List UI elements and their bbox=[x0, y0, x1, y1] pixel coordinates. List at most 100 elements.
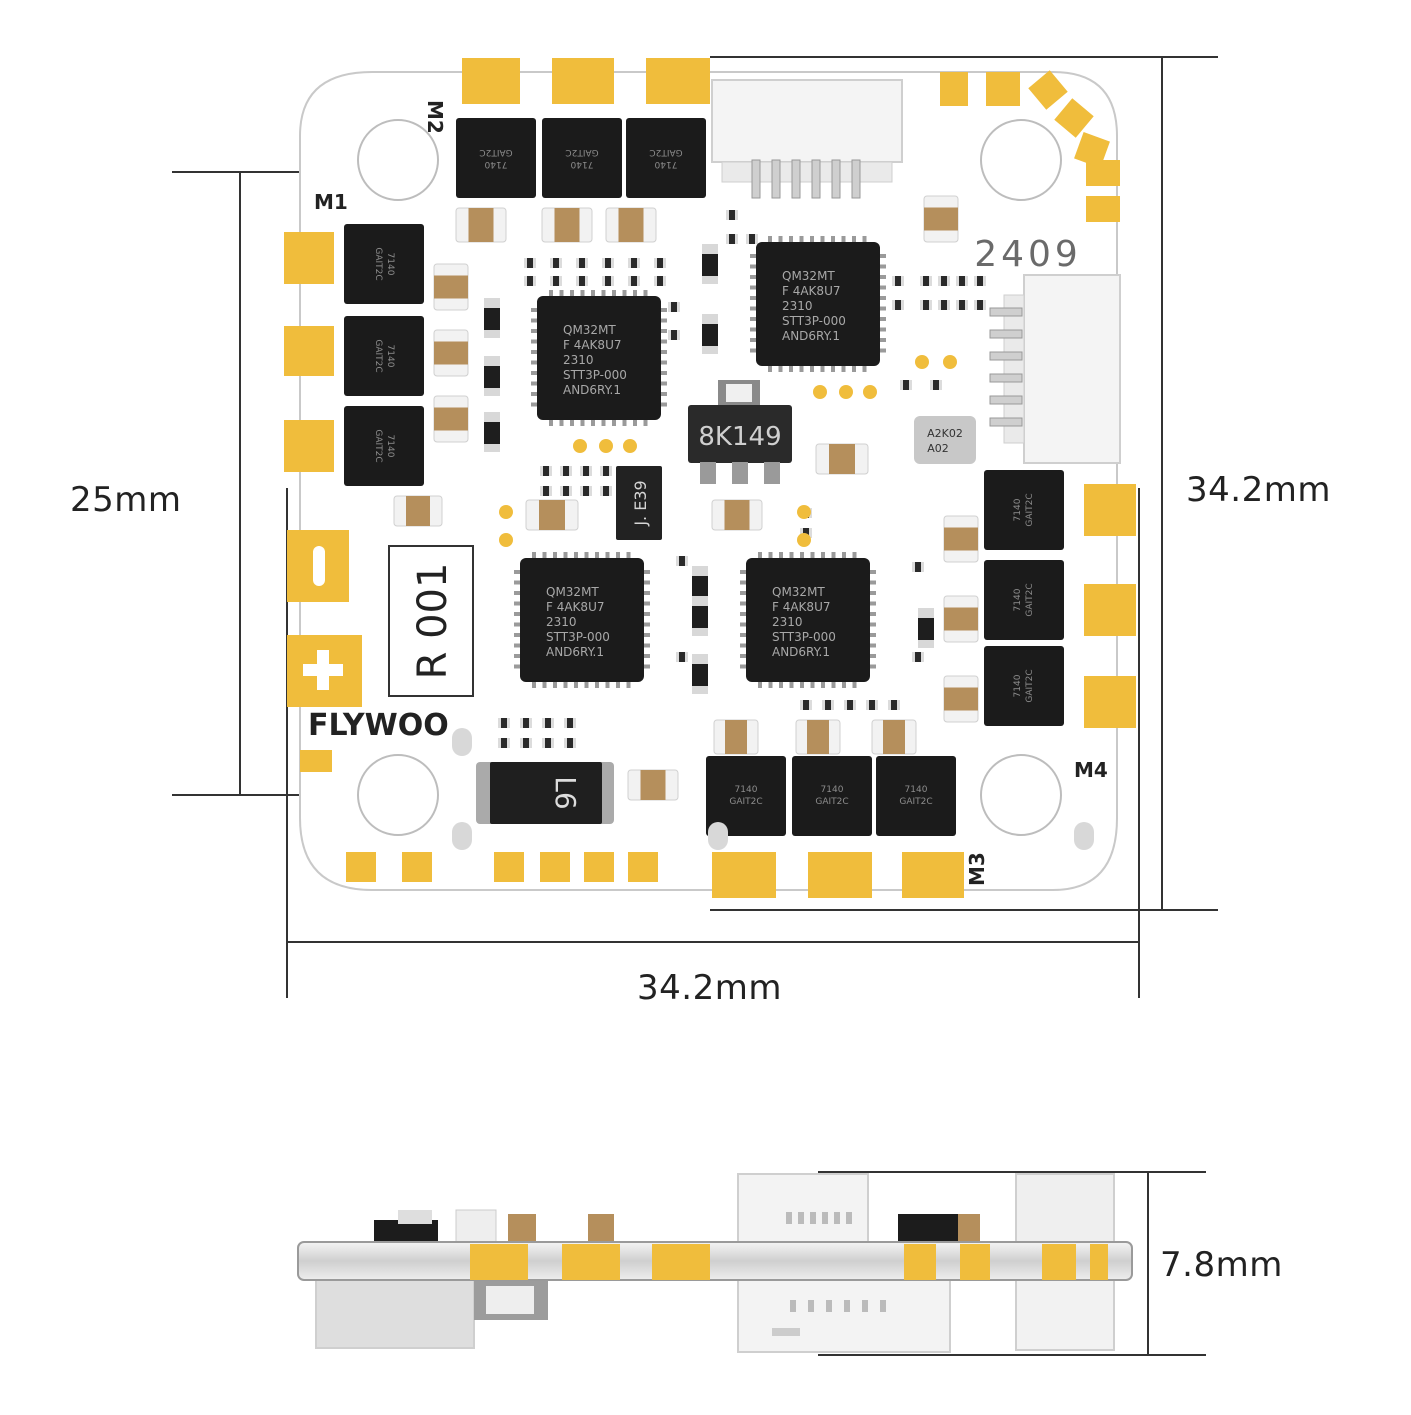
side-pin bbox=[880, 1300, 886, 1312]
mosfet-marking: 7140 bbox=[1013, 588, 1023, 611]
mcu-marking: QM32MT bbox=[782, 269, 835, 283]
resistor bbox=[668, 330, 680, 340]
side-pad bbox=[562, 1244, 620, 1280]
mcu-marking: QM32MT bbox=[772, 585, 825, 599]
diode bbox=[702, 244, 718, 284]
motor-label-m2: M2 bbox=[423, 100, 447, 134]
resistor-body bbox=[501, 718, 507, 728]
mcu-pin bbox=[820, 236, 825, 242]
resistor bbox=[602, 276, 614, 286]
mcu-pin bbox=[800, 552, 804, 558]
capacitor-core bbox=[807, 720, 829, 754]
mcu-pin bbox=[880, 275, 886, 279]
mcu-marking: AND6RY.1 bbox=[563, 383, 621, 397]
solder-pad bbox=[1054, 98, 1094, 138]
resistor bbox=[560, 466, 572, 476]
mcu-pin bbox=[778, 236, 783, 242]
mcu-pin bbox=[821, 552, 825, 558]
resistor-body bbox=[923, 300, 929, 310]
resistor-body bbox=[657, 258, 663, 268]
resistor-body bbox=[671, 302, 677, 312]
resistor bbox=[564, 718, 576, 728]
thickness-label: 7.8mm bbox=[1160, 1245, 1283, 1285]
mcu-pin bbox=[612, 290, 616, 296]
diode bbox=[692, 596, 708, 636]
solder-pads bbox=[284, 58, 1136, 898]
resistor bbox=[550, 276, 562, 286]
side-pin bbox=[798, 1212, 804, 1224]
mcu-pin bbox=[880, 327, 886, 332]
mcu-pin bbox=[800, 682, 804, 688]
mcu-pin bbox=[605, 682, 610, 688]
mount-hole-bottom-left bbox=[357, 754, 439, 836]
resistor-body bbox=[679, 652, 685, 662]
mcu-pin bbox=[831, 682, 836, 688]
resistor-body bbox=[891, 700, 897, 710]
mcu-pin bbox=[740, 643, 746, 648]
resistor-body bbox=[523, 718, 529, 728]
capacitor bbox=[605, 207, 657, 243]
resistor bbox=[580, 486, 592, 496]
mcu-pin bbox=[549, 420, 553, 426]
capacitor bbox=[795, 719, 841, 755]
resistor-body bbox=[605, 276, 611, 286]
solder-pad bbox=[1084, 584, 1136, 636]
mcu-pin bbox=[789, 366, 793, 372]
resistor bbox=[912, 652, 924, 662]
resistor bbox=[726, 234, 738, 244]
mcu-pin bbox=[880, 285, 886, 290]
resistor bbox=[524, 258, 536, 268]
side-pin bbox=[862, 1300, 868, 1312]
mcu-pin bbox=[514, 664, 520, 669]
test-point bbox=[797, 533, 811, 547]
mcu-pin bbox=[661, 371, 667, 375]
capacitor-core bbox=[944, 607, 978, 631]
mount-hole-top-left bbox=[357, 119, 439, 201]
mcu-pin bbox=[758, 552, 762, 558]
mcu-marking: STT3P-000 bbox=[546, 630, 610, 644]
solder-pad bbox=[300, 750, 332, 772]
side-pin bbox=[808, 1300, 814, 1312]
resistor-body bbox=[583, 486, 589, 496]
resistor bbox=[938, 300, 950, 310]
mcu-pin bbox=[750, 317, 756, 321]
solder-pad bbox=[1084, 484, 1136, 536]
resistor-body bbox=[959, 276, 965, 286]
solder-pad bbox=[628, 852, 658, 882]
mcu-pin bbox=[601, 290, 606, 296]
diode-body bbox=[692, 576, 708, 598]
mosfet-body bbox=[876, 756, 956, 836]
resistor bbox=[498, 718, 510, 728]
mcu-pin bbox=[644, 633, 650, 637]
mcu-body bbox=[746, 558, 870, 682]
mcu-pin bbox=[750, 338, 756, 342]
mcu-pin bbox=[531, 329, 537, 333]
revision-text: R 001 bbox=[410, 563, 456, 680]
capacitor bbox=[923, 195, 959, 243]
mcu-pin bbox=[514, 570, 520, 574]
resistor-body bbox=[657, 276, 663, 286]
mcu-pin bbox=[605, 552, 610, 558]
mosfet-marking: 7140 bbox=[1013, 498, 1023, 521]
resistor bbox=[822, 700, 834, 710]
mcu-pin bbox=[789, 682, 794, 688]
mcu-pin bbox=[779, 552, 783, 558]
resistor bbox=[654, 258, 666, 268]
mcu-pin bbox=[862, 236, 867, 242]
resistor-body bbox=[545, 738, 551, 748]
side-pad bbox=[960, 1244, 990, 1280]
side-pin bbox=[846, 1212, 852, 1224]
side-connector-pins bbox=[786, 1212, 886, 1312]
mcu-pin bbox=[531, 381, 537, 386]
mcu-marking: F 4AK8U7 bbox=[546, 600, 604, 614]
mosfet-marking: GAIT2C bbox=[729, 797, 762, 807]
date-code: 2409 bbox=[974, 234, 1082, 275]
mcu-pin bbox=[870, 570, 876, 574]
side-pin bbox=[786, 1212, 792, 1224]
resistor bbox=[654, 276, 666, 286]
test-point bbox=[599, 439, 613, 453]
mosfet-marking: GAIT2C bbox=[649, 147, 682, 157]
resistor bbox=[912, 562, 924, 572]
mosfet-body bbox=[984, 470, 1064, 550]
mcu-pin bbox=[768, 552, 773, 558]
